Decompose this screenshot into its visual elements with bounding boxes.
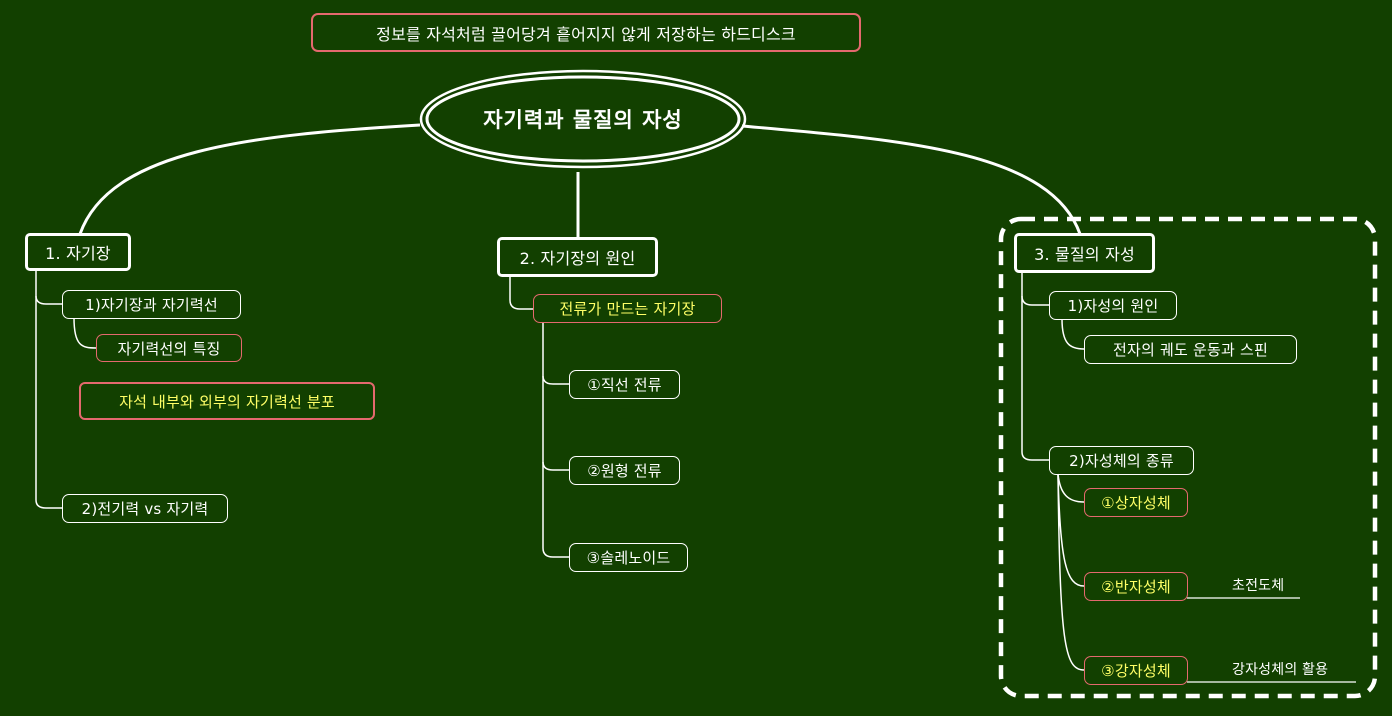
topic-line-features[interactable]: 자기력선의 특징 xyxy=(96,334,242,362)
link-b1-sub1a xyxy=(73,317,97,349)
dashed-boundary xyxy=(998,216,1378,699)
branch-material-magnetism[interactable]: 3. 물질의 자성 xyxy=(1014,233,1155,273)
root-title[interactable]: 자기력과 물질의 자성 xyxy=(483,108,683,132)
topic-magnetism-cause[interactable]: 1)자성의 원인 xyxy=(1049,291,1177,320)
link-b2-sub1 xyxy=(509,276,533,310)
top-note[interactable]: 정보를 자석처럼 끌어당겨 흩어지지 않게 저장하는 하드디스크 xyxy=(311,13,861,52)
branch-field-cause[interactable]: 2. 자기장의 원인 xyxy=(497,237,658,277)
branch-magnetic-field[interactable]: 1. 자기장 xyxy=(25,233,131,271)
note-superconductor[interactable]: 초전도체 xyxy=(1232,578,1285,594)
item-circular-current[interactable]: ②원형 전류 xyxy=(569,456,680,485)
topic-current-field[interactable]: 전류가 만드는 자기장 xyxy=(533,294,722,323)
link-b2-item2 xyxy=(542,461,569,471)
link-b3-sub1 xyxy=(1021,295,1049,306)
note-ferromagnetic-use[interactable]: 강자성체의 활용 xyxy=(1232,662,1329,678)
link-b2-item1 xyxy=(542,375,569,385)
item-ferromagnetic[interactable]: ③강자성체 xyxy=(1084,656,1188,685)
item-diamagnetic[interactable]: ②반자성체 xyxy=(1084,572,1188,601)
link-b3-item3 xyxy=(1057,473,1085,671)
topic-line-distribution[interactable]: 자석 내부와 외부의 자기력선 분포 xyxy=(79,382,375,420)
root-ellipse-outer xyxy=(419,69,747,169)
link-b3-trunk xyxy=(1021,272,1049,461)
topic-electric-vs-magnetic[interactable]: 2)전기력 vs 자기력 xyxy=(62,494,228,523)
topic-field-and-lines[interactable]: 1)자기장과 자기력선 xyxy=(62,290,241,319)
topic-magnetic-material-types[interactable]: 2)자성체의 종류 xyxy=(1049,446,1194,475)
link-b1-sub1 xyxy=(35,295,62,305)
link-b3-sub1a xyxy=(1061,318,1085,350)
link-root-branch3 xyxy=(741,124,1082,235)
link-b3-item1 xyxy=(1057,473,1085,503)
item-solenoid[interactable]: ③솔레노이드 xyxy=(569,543,688,572)
item-straight-current[interactable]: ①직선 전류 xyxy=(569,370,680,399)
link-root-branch1 xyxy=(78,123,421,235)
topic-orbit-and-spin[interactable]: 전자의 궤도 운동과 스핀 xyxy=(1084,335,1297,364)
link-b2-trunk xyxy=(542,322,569,558)
item-paramagnetic[interactable]: ①상자성체 xyxy=(1084,488,1188,517)
root-ellipse-inner xyxy=(425,75,741,163)
link-b1-trunk xyxy=(35,270,62,509)
